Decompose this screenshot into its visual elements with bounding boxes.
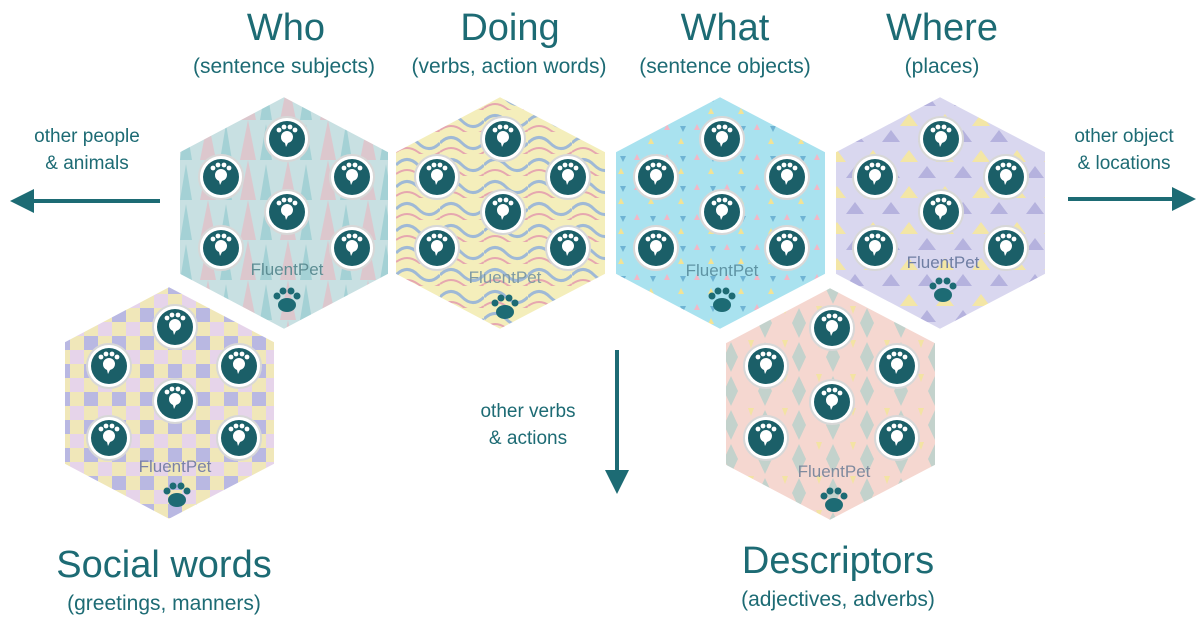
where-title: Where	[886, 7, 998, 49]
brand-social: FluentPet	[139, 457, 212, 507]
paw-speech-icon[interactable]	[545, 154, 591, 200]
paw-speech-icon[interactable]	[216, 343, 262, 389]
where-subtitle: (places)	[904, 55, 980, 78]
paw-speech-icon[interactable]	[152, 304, 198, 350]
paw-speech-icon[interactable]	[545, 225, 591, 271]
arrow-right	[1068, 187, 1196, 211]
doing-subtitle: (verbs, action words)	[411, 55, 607, 78]
paw-speech-icon[interactable]	[264, 189, 310, 235]
svg-text:FluentPet: FluentPet	[907, 253, 980, 272]
paw-speech-icon[interactable]	[152, 378, 198, 424]
paw-speech-icon[interactable]	[874, 415, 920, 461]
social-subtitle: (greetings, manners)	[67, 592, 261, 615]
paw-speech-icon[interactable]	[983, 154, 1029, 200]
paw-speech-icon[interactable]	[264, 116, 310, 162]
descriptors-title: Descriptors	[741, 540, 935, 582]
paw-speech-icon[interactable]	[699, 189, 745, 235]
paw-speech-icon[interactable]	[414, 225, 460, 271]
paw-speech-icon[interactable]	[216, 415, 262, 461]
paw-speech-icon[interactable]	[852, 225, 898, 271]
paw-speech-icon[interactable]	[480, 189, 526, 235]
annotation-left: other people & animals	[34, 126, 140, 174]
doing-title: Doing	[460, 7, 560, 49]
paw-speech-icon[interactable]	[633, 225, 679, 271]
who-subtitle: (sentence subjects)	[192, 55, 376, 78]
who-title: Who	[246, 7, 326, 49]
brand-doing: FluentPet	[469, 268, 542, 319]
annotation-right: other object & locations	[1074, 126, 1174, 174]
paw-speech-icon[interactable]	[414, 154, 460, 200]
paw-speech-icon[interactable]	[86, 343, 132, 389]
paw-speech-icon[interactable]	[918, 189, 964, 235]
paw-speech-icon[interactable]	[743, 343, 789, 389]
paw-speech-icon[interactable]	[633, 154, 679, 200]
svg-text:FluentPet: FluentPet	[139, 457, 212, 476]
paw-speech-icon[interactable]	[764, 225, 810, 271]
svg-text:FluentPet: FluentPet	[798, 462, 871, 481]
social-title: Social words	[56, 544, 272, 586]
annotation-down: other verbs & actions	[480, 401, 576, 449]
paw-speech-icon[interactable]	[764, 154, 810, 200]
svg-text:FluentPet: FluentPet	[251, 260, 324, 279]
paw-speech-icon[interactable]	[809, 305, 855, 351]
paw-speech-icon[interactable]	[809, 379, 855, 425]
paw-speech-icon[interactable]	[743, 415, 789, 461]
paw-speech-icon[interactable]	[329, 225, 375, 271]
svg-text:FluentPet: FluentPet	[686, 261, 759, 280]
svg-text:FluentPet: FluentPet	[469, 268, 542, 287]
paw-speech-icon[interactable]	[983, 225, 1029, 271]
paw-speech-icon[interactable]	[198, 154, 244, 200]
paw-speech-icon[interactable]	[480, 116, 526, 162]
brand-descriptors: FluentPet	[798, 462, 871, 512]
brand-who: FluentPet	[251, 260, 324, 312]
arrow-left	[10, 189, 160, 213]
brand-where: FluentPet	[907, 253, 980, 302]
what-subtitle: (sentence objects)	[639, 55, 811, 78]
brand-what: FluentPet	[686, 261, 759, 312]
what-title: What	[680, 7, 770, 49]
paw-speech-icon[interactable]	[198, 225, 244, 271]
paw-speech-icon[interactable]	[329, 154, 375, 200]
paw-speech-icon[interactable]	[699, 116, 745, 162]
paw-speech-icon[interactable]	[874, 343, 920, 389]
arrow-down	[605, 350, 629, 494]
paw-speech-icon[interactable]	[918, 116, 964, 162]
paw-speech-icon[interactable]	[852, 154, 898, 200]
paw-speech-icon[interactable]	[86, 415, 132, 461]
descriptors-subtitle: (adjectives, adverbs)	[741, 588, 935, 611]
